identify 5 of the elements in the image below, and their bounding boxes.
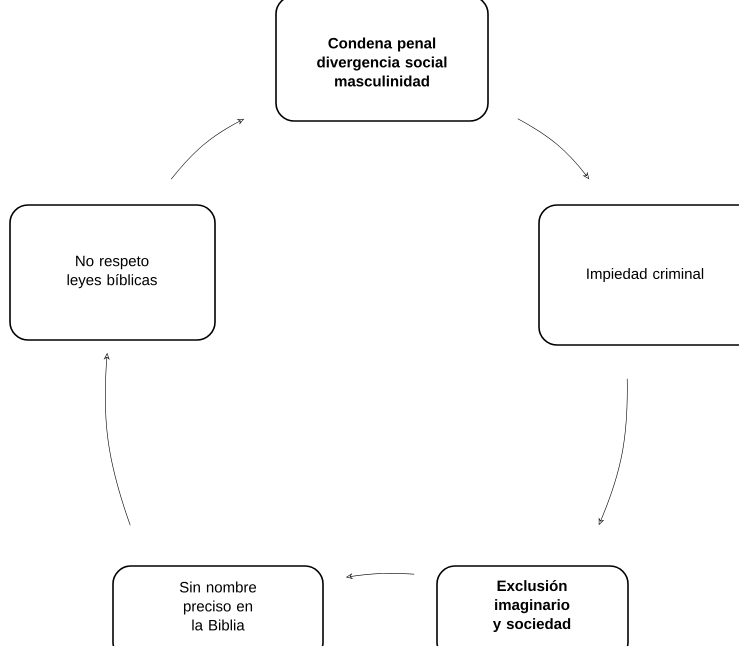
rounded-box: Condena penal divergencia social masculinidad bbox=[275, 0, 489, 122]
rounded-box: Impiedad criminal bbox=[538, 204, 739, 346]
rounded-box: Sin nombre preciso en la Biblia bbox=[112, 565, 324, 646]
rounded-box: No respeto leyes bíblicas bbox=[9, 204, 216, 341]
rounded-box: Exclusión imaginario y sociedad bbox=[436, 565, 629, 646]
